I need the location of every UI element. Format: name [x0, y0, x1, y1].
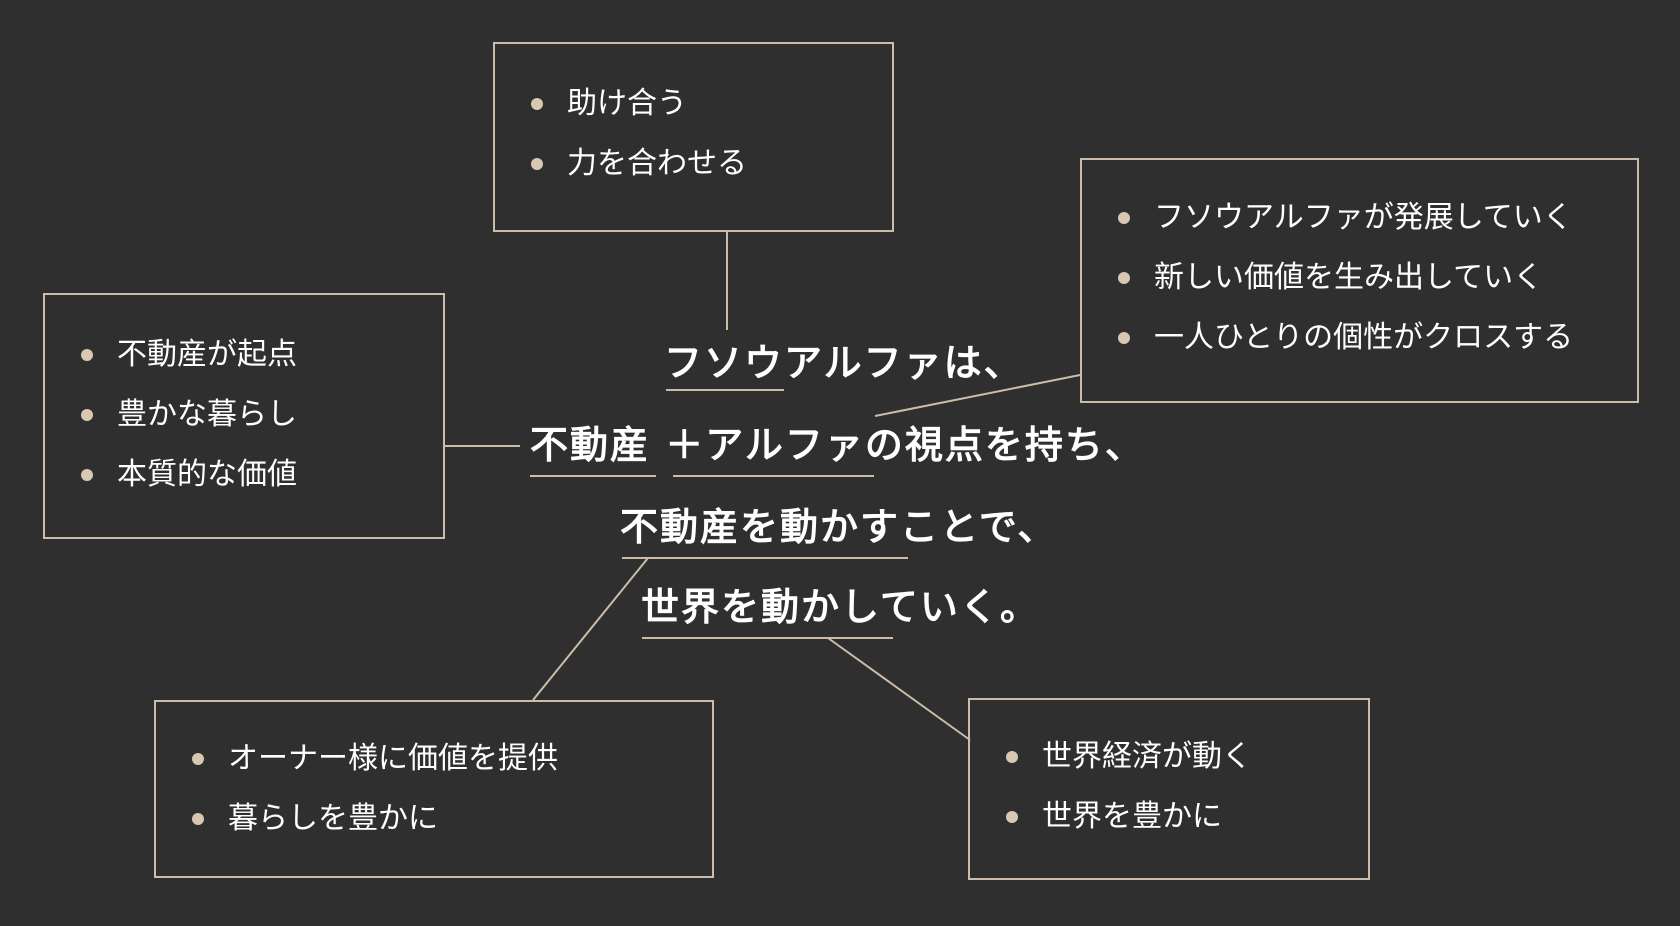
bullet-icon — [192, 813, 204, 825]
list-item: 暮らしを豊かに — [190, 789, 712, 849]
list-item: 世界を豊かに — [1004, 787, 1368, 847]
connector-bottom-right — [827, 637, 971, 741]
message-line-2: 不動産 ＋アルファの視点を持ち、 — [530, 423, 1145, 467]
message-line-1: フソウアルファは、 — [664, 341, 1024, 385]
bullet-icon — [81, 349, 93, 361]
bullet-icon — [1118, 272, 1130, 284]
message-line-4: 世界を動かしていく。 — [641, 585, 1040, 629]
bullet-icon — [531, 98, 543, 110]
bullet-icon — [81, 469, 93, 481]
bullet-icon — [1118, 212, 1130, 224]
list-item: 助け合う — [529, 74, 892, 134]
bullet-icon — [1006, 811, 1018, 823]
connector-bottom-left — [532, 557, 649, 701]
box-top: 助け合う 力を合わせる — [493, 42, 894, 232]
box-bottom-right: 世界経済が動く 世界を豊かに — [968, 698, 1370, 880]
list-item: フソウアルファが発展していく — [1116, 188, 1637, 248]
box-left: 不動産が起点 豊かな暮らし 本質的な価値 — [43, 293, 445, 539]
list-item: 新しい価値を生み出していく — [1116, 248, 1637, 308]
list-item: 本質的な価値 — [79, 445, 443, 505]
list-item: 世界経済が動く — [1004, 727, 1368, 787]
bullet-icon — [531, 158, 543, 170]
bullet-icon — [1006, 751, 1018, 763]
list-item: オーナー様に価値を提供 — [190, 729, 712, 789]
box-bottom-left: オーナー様に価値を提供 暮らしを豊かに — [154, 700, 714, 878]
box-right: フソウアルファが発展していく 新しい価値を生み出していく 一人ひとりの個性がクロ… — [1080, 158, 1639, 403]
connector-right — [874, 374, 1081, 417]
list-item: 一人ひとりの個性がクロスする — [1116, 308, 1637, 368]
bullet-icon — [81, 409, 93, 421]
list-item: 豊かな暮らし — [79, 385, 443, 445]
list-item: 不動産が起点 — [79, 325, 443, 385]
bullet-icon — [192, 753, 204, 765]
list-item: 力を合わせる — [529, 134, 892, 194]
bullet-icon — [1118, 332, 1130, 344]
message-line-3: 不動産を動かすことで、 — [620, 505, 1058, 549]
